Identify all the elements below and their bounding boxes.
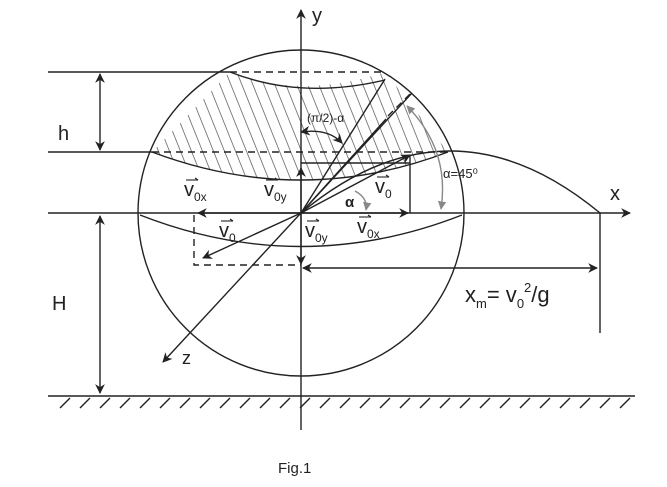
hatch-line (407, 72, 448, 180)
x-axis-label: x (610, 183, 620, 205)
hatch-line (496, 60, 556, 210)
ground-hatch (459, 397, 471, 409)
vector-overbar-tip (194, 177, 199, 181)
vector-overbar-tip (385, 174, 390, 178)
ground-hatch (99, 397, 111, 409)
ground-hatch (419, 397, 431, 409)
hatch-line (231, 72, 293, 180)
ground-hatch (359, 397, 371, 409)
hatch-line (253, 72, 315, 180)
vector-overbar-tip (315, 218, 320, 222)
H-label: H (52, 293, 66, 315)
ground-hatch (439, 397, 451, 409)
xm-formula: xm= v02/g (465, 280, 550, 311)
v0-label-upper: v0 (375, 176, 392, 201)
v0-arrow (300, 154, 411, 214)
v0-label-lower: v0 (219, 220, 236, 245)
lower-dashed-box (193, 215, 301, 266)
upper-band-top-curve (229, 71, 386, 89)
hatch-line (396, 72, 448, 180)
ground-hatch (599, 397, 611, 409)
ground-hatch (339, 397, 351, 409)
hatch-line (152, 72, 172, 180)
hatch-line (330, 72, 392, 180)
alpha45-label: α=45⁰ (443, 166, 478, 181)
ground-hatch (619, 397, 631, 409)
hatch-line (363, 72, 425, 180)
z-axis (162, 92, 413, 363)
trajectory-curve (300, 150, 601, 214)
ground-hatch (79, 397, 91, 409)
ground-hatch (399, 397, 411, 409)
ground-hatching (59, 397, 631, 409)
hatch-line (152, 72, 205, 180)
ground-hatch (519, 397, 531, 409)
hatch-line (429, 72, 448, 180)
ground-hatch (299, 397, 311, 409)
ground-hatch (539, 397, 551, 409)
alpha-arc (354, 190, 372, 211)
hatch-line (152, 72, 183, 180)
ground-hatch (119, 397, 131, 409)
z-axis-label: z (182, 348, 191, 368)
hatch-line (198, 72, 260, 180)
hatch-line (385, 72, 447, 180)
ray-45 (300, 118, 387, 214)
hatch-line (220, 72, 282, 180)
v0x-label-left: v0x (184, 179, 207, 204)
v0-arrow-lower (202, 212, 302, 259)
complement-angle-arc (300, 125, 343, 144)
ground-hatch (259, 397, 271, 409)
ground-hatch (379, 397, 391, 409)
hatch-line (187, 72, 249, 180)
hatch-line (209, 72, 271, 180)
ground-hatch (319, 397, 331, 409)
ground-hatch (559, 397, 571, 409)
hatch-line (463, 60, 523, 210)
v0y-label-lower: v0y (305, 220, 328, 245)
ground-hatch (159, 397, 171, 409)
hatch-line (452, 60, 512, 210)
hatch-line (474, 60, 534, 210)
vector-labels: v0x v0y v0 v0 v0y v0x (184, 174, 392, 245)
hatch-line (275, 72, 337, 180)
ground-hatch (199, 397, 211, 409)
ground-hatch (579, 397, 591, 409)
hatch-line (242, 72, 304, 180)
h-label: h (58, 123, 69, 145)
ground-hatch (219, 397, 231, 409)
ground-hatch (499, 397, 511, 409)
ground-hatch (279, 397, 291, 409)
alpha-label: α (345, 194, 355, 211)
ray-top (300, 78, 386, 214)
vector-overbar-tip (274, 177, 279, 181)
v0y-label-upper: v0y (264, 179, 287, 204)
hatch-line (264, 72, 326, 180)
ray-45-dashed (387, 91, 413, 117)
vector-overbar-tip (367, 214, 372, 218)
hatch-line (418, 72, 448, 180)
figure-caption: Fig.1 (278, 460, 311, 477)
ground-hatch (179, 397, 191, 409)
ground-hatch (239, 397, 251, 409)
hatch-line (165, 72, 227, 180)
alpha45-arc (406, 105, 447, 210)
hatch-line (507, 60, 567, 210)
v0x-label-lower: v0x (357, 216, 380, 241)
complement-angle-label: (π/2)-α (307, 111, 344, 125)
hatch-line (485, 60, 545, 210)
y-axis-label: y (312, 5, 322, 27)
hatch-line (518, 60, 578, 210)
hatch-line (308, 72, 370, 180)
vector-overbar-tip (229, 218, 234, 222)
hatch-line (440, 72, 448, 180)
ground-hatch (479, 397, 491, 409)
hatched-region (152, 60, 578, 210)
ground-hatch (59, 397, 71, 409)
hatch-line (374, 72, 436, 180)
ground-hatch (139, 397, 151, 409)
hatch-line (152, 72, 161, 180)
